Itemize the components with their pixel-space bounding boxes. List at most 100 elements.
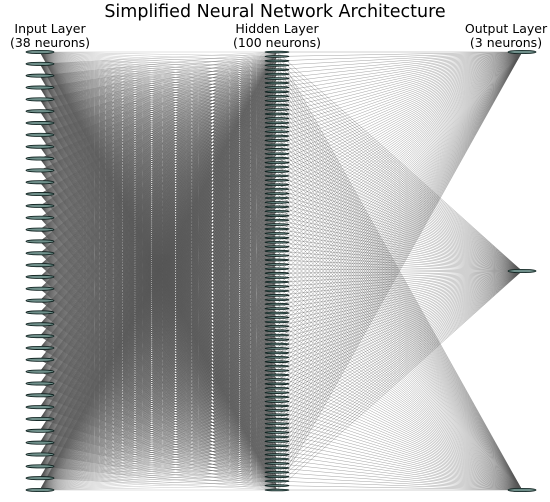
connection-input-hidden-454 xyxy=(39,99,278,292)
connection-input-hidden-1292 xyxy=(39,193,278,460)
connection-input-hidden-722 xyxy=(39,134,278,150)
connection-input-hidden-1105 xyxy=(39,73,278,183)
connection-input-hidden-171 xyxy=(39,63,278,367)
connection-input-hidden-996 xyxy=(39,158,278,477)
input-neuron-12 xyxy=(25,192,55,197)
hidden-neuron-32 xyxy=(264,192,290,195)
input-neuron-19 xyxy=(25,274,55,279)
connection-input-hidden-112 xyxy=(39,63,278,106)
connection-hidden-output-108 xyxy=(276,51,523,212)
connection-input-hidden-300 xyxy=(39,51,278,88)
connection-input-hidden-218 xyxy=(39,75,278,132)
connection-input-hidden-1616 xyxy=(39,122,278,242)
connection-input-hidden-1653 xyxy=(39,241,278,287)
connection-input-hidden-1590 xyxy=(39,229,278,451)
connection-input-hidden-636 xyxy=(39,122,278,212)
connection-input-hidden-1410 xyxy=(39,96,278,218)
connection-input-hidden-585 xyxy=(39,111,278,429)
connection-input-hidden-879 xyxy=(39,146,278,402)
connection-input-hidden-769 xyxy=(39,134,278,358)
input-neuron-29 xyxy=(25,393,55,398)
connection-input-hidden-1619 xyxy=(39,135,278,242)
connection-input-hidden-34 xyxy=(39,51,278,203)
connection-input-hidden-1509 xyxy=(39,91,278,230)
connection-input-hidden-556 xyxy=(39,110,278,300)
connection-input-hidden-1062 xyxy=(39,170,278,327)
connection-input-hidden-1491 xyxy=(39,217,278,455)
connection-input-hidden-857 xyxy=(39,146,278,305)
input-neuron-34 xyxy=(25,452,55,457)
connection-input-hidden-1432 xyxy=(39,193,278,218)
connection-input-hidden-795 xyxy=(39,134,278,473)
connection-input-hidden-1769 xyxy=(39,253,278,358)
connection-input-hidden-1441 xyxy=(39,217,278,234)
connection-input-hidden-1409 xyxy=(39,91,278,218)
connection-input-hidden-1485 xyxy=(39,217,278,429)
connection-input-hidden-1660 xyxy=(39,241,278,318)
connection-input-hidden-548 xyxy=(39,110,278,265)
connection-input-hidden-1060 xyxy=(39,170,278,318)
connection-input-hidden-400 xyxy=(39,51,278,100)
connection-input-hidden-597 xyxy=(39,111,278,482)
connection-input-hidden-1385 xyxy=(39,205,278,429)
connection-input-hidden-1108 xyxy=(39,87,278,183)
connection-input-hidden-1818 xyxy=(39,131,278,266)
connection-input-hidden-172 xyxy=(39,63,278,371)
connection-input-hidden-151 xyxy=(39,63,278,278)
connection-input-hidden-1595 xyxy=(39,229,278,473)
connection-input-hidden-1142 xyxy=(39,181,278,239)
connection-input-hidden-348 xyxy=(39,87,278,265)
connection-input-hidden-713 xyxy=(39,109,278,136)
connection-input-hidden-557 xyxy=(39,110,278,305)
connection-input-hidden-1221 xyxy=(39,144,278,195)
hidden-neuron-41 xyxy=(264,232,290,235)
connection-input-hidden-173 xyxy=(39,63,278,376)
connection-input-hidden-116 xyxy=(39,63,278,124)
connection-input-hidden-382 xyxy=(39,87,278,415)
connection-input-hidden-486 xyxy=(39,99,278,433)
connection-input-hidden-145 xyxy=(39,63,278,252)
connection-input-hidden-1541 xyxy=(39,229,278,234)
connection-input-hidden-1686 xyxy=(39,241,278,433)
connection-input-hidden-1890 xyxy=(39,264,278,451)
connection-input-hidden-1012 xyxy=(39,104,278,171)
connection-input-hidden-1266 xyxy=(39,193,278,345)
connection-input-hidden-374 xyxy=(39,87,278,380)
connection-input-hidden-1576 xyxy=(39,229,278,389)
connection-input-hidden-1827 xyxy=(39,171,278,266)
connection-input-hidden-1737 xyxy=(39,215,278,254)
connection-input-hidden-1499 xyxy=(39,217,278,491)
connection-input-hidden-935 xyxy=(39,158,278,208)
connection-input-hidden-1061 xyxy=(39,170,278,323)
connection-input-hidden-818 xyxy=(39,131,278,147)
connection-input-hidden-1894 xyxy=(39,264,278,469)
connection-input-hidden-17 xyxy=(39,51,278,128)
connection-input-hidden-1190 xyxy=(39,182,278,451)
connection-input-hidden-195 xyxy=(39,63,278,473)
connection-input-hidden-427 xyxy=(39,99,278,172)
hidden-neuron-57 xyxy=(264,302,290,306)
connection-input-hidden-415 xyxy=(39,99,278,119)
connection-input-hidden-227 xyxy=(39,75,278,172)
connection-input-hidden-99 xyxy=(39,51,278,491)
hidden-neuron-38 xyxy=(264,218,290,222)
connection-input-hidden-7 xyxy=(39,51,278,84)
connection-input-hidden-174 xyxy=(39,63,278,380)
connection-input-hidden-682 xyxy=(39,122,278,415)
connection-input-hidden-1319 xyxy=(39,135,278,207)
connection-input-hidden-412 xyxy=(39,99,278,106)
connection-input-hidden-678 xyxy=(39,122,278,398)
connection-input-hidden-536 xyxy=(39,110,278,212)
connection-input-hidden-1339 xyxy=(39,205,278,225)
connection-input-hidden-1523 xyxy=(39,153,278,230)
connection-input-hidden-1706 xyxy=(39,78,278,254)
connection-input-hidden-1538 xyxy=(39,219,278,230)
connection-input-hidden-1788 xyxy=(39,253,278,442)
connection-input-hidden-675 xyxy=(39,122,278,384)
connection-input-hidden-530 xyxy=(39,110,278,185)
connection-input-hidden-153 xyxy=(39,63,278,287)
connection-input-hidden-1800 xyxy=(39,51,278,266)
connection-input-hidden-1714 xyxy=(39,113,278,254)
connection-input-hidden-1252 xyxy=(39,193,278,283)
connection-input-hidden-387 xyxy=(39,87,278,438)
